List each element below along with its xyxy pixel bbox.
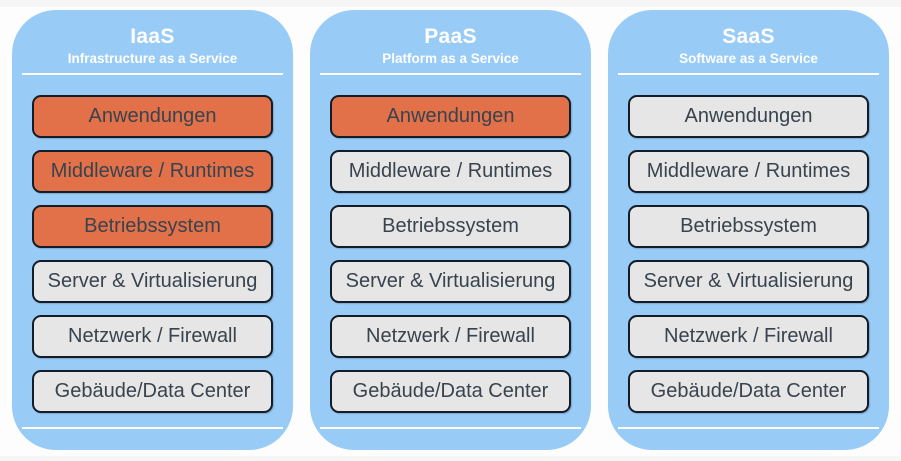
- divider-line: [320, 427, 581, 429]
- layer-gebaeude-data-center: Gebäude/Data Center: [32, 370, 273, 413]
- layer-server-virtualisierung: Server & Virtualisierung: [330, 260, 571, 303]
- layer-gebaeude-data-center: Gebäude/Data Center: [628, 370, 869, 413]
- layer-anwendungen: Anwendungen: [32, 95, 273, 138]
- layer-stack: Anwendungen Middleware / Runtimes Betrie…: [628, 95, 869, 413]
- layer-netzwerk-firewall: Netzwerk / Firewall: [330, 315, 571, 358]
- layer-stack: Anwendungen Middleware / Runtimes Betrie…: [32, 95, 273, 413]
- layer-gebaeude-data-center: Gebäude/Data Center: [330, 370, 571, 413]
- divider-line: [618, 427, 879, 429]
- divider-line: [22, 73, 283, 75]
- column-title-iaas: IaaS: [130, 25, 175, 48]
- layer-betriebssystem: Betriebssystem: [628, 205, 869, 248]
- layer-stack: Anwendungen Middleware / Runtimes Betrie…: [330, 95, 571, 413]
- layer-middleware-runtimes: Middleware / Runtimes: [330, 150, 571, 193]
- layer-anwendungen: Anwendungen: [628, 95, 869, 138]
- column-saas: SaaS Software as a Service Anwendungen M…: [608, 10, 889, 450]
- divider-line: [618, 73, 879, 75]
- column-title-paas: PaaS: [424, 25, 477, 48]
- divider-line: [22, 427, 283, 429]
- column-paas: PaaS Platform as a Service Anwendungen M…: [310, 10, 591, 450]
- column-title-saas: SaaS: [722, 25, 775, 48]
- layer-betriebssystem: Betriebssystem: [330, 205, 571, 248]
- bottom-edge-strip: [0, 456, 901, 461]
- layer-netzwerk-firewall: Netzwerk / Firewall: [32, 315, 273, 358]
- columns-row: IaaS Infrastructure as a Service Anwendu…: [12, 10, 889, 450]
- layer-server-virtualisierung: Server & Virtualisierung: [32, 260, 273, 303]
- layer-middleware-runtimes: Middleware / Runtimes: [628, 150, 869, 193]
- column-subtitle-saas: Software as a Service: [679, 51, 818, 66]
- layer-anwendungen: Anwendungen: [330, 95, 571, 138]
- layer-middleware-runtimes: Middleware / Runtimes: [32, 150, 273, 193]
- layer-server-virtualisierung: Server & Virtualisierung: [628, 260, 869, 303]
- column-subtitle-iaas: Infrastructure as a Service: [67, 51, 238, 66]
- column-iaas: IaaS Infrastructure as a Service Anwendu…: [12, 10, 293, 450]
- layer-betriebssystem: Betriebssystem: [32, 205, 273, 248]
- top-edge-strip: [0, 0, 901, 7]
- divider-line: [320, 73, 581, 75]
- layer-netzwerk-firewall: Netzwerk / Firewall: [628, 315, 869, 358]
- column-subtitle-paas: Platform as a Service: [382, 51, 519, 66]
